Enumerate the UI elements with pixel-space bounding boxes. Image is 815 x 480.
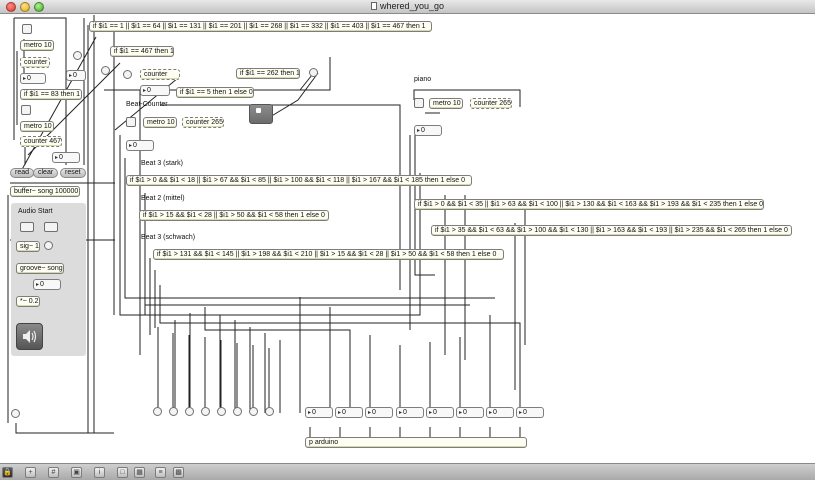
bang-out-4[interactable]	[201, 407, 210, 416]
cond-stark-object[interactable]: if $i1 > 0 && $i1 < 18 || $i1 > 67 && $i…	[126, 175, 472, 186]
patcher-canvas[interactable]: if $i1 == 1 || $i1 == 64 || $i1 == 131 |…	[0, 15, 815, 463]
sig-bang[interactable]	[44, 241, 53, 250]
number-box-a2[interactable]: 0	[66, 70, 86, 81]
cond-83-object[interactable]: if $i1 == 83 then 1	[20, 89, 82, 100]
audio-start-label: Audio Start	[18, 208, 53, 215]
number-box-a[interactable]: 0	[20, 73, 46, 84]
out-number-5[interactable]: 0	[426, 407, 454, 418]
out-number-4[interactable]: 0	[396, 407, 424, 418]
toggle-beat[interactable]	[126, 117, 136, 127]
patch-cords	[7, 15, 526, 442]
pict-slider[interactable]	[249, 104, 273, 124]
window-title: whered_you_go	[379, 1, 445, 11]
window-icon[interactable]: □	[117, 467, 128, 478]
document-icon	[370, 2, 377, 10]
bang-a[interactable]	[73, 51, 82, 60]
number-box-c[interactable]: 0	[140, 85, 170, 96]
toggle-piano[interactable]	[414, 98, 424, 108]
number-box-e[interactable]: 0	[414, 125, 442, 136]
buffer-object[interactable]: buffer~ song 100000	[10, 186, 80, 197]
toggle-a[interactable]	[22, 24, 32, 34]
number-box-groove[interactable]: 0	[33, 279, 61, 290]
ezdac-speaker[interactable]	[16, 323, 43, 350]
metro-a-object[interactable]: metro 10	[20, 40, 54, 51]
bang-out-2[interactable]	[169, 407, 178, 416]
metro-e-object[interactable]: metro 10	[429, 98, 463, 109]
clear-message[interactable]: clear	[33, 168, 59, 178]
counter-c-object[interactable]: counter	[140, 69, 180, 80]
counter-265-d-object[interactable]: counter 265	[182, 117, 224, 128]
beat2-label: Beat 2 (mittel)	[141, 195, 185, 202]
cond-mittel-object[interactable]: if $i1 > 15 && $i1 < 28 || $i1 > 50 && $…	[139, 210, 329, 221]
audio-toggle-2[interactable]	[44, 222, 58, 232]
out-number-1[interactable]: 0	[305, 407, 333, 418]
layers-icon[interactable]: ▦	[134, 467, 145, 478]
bang-out-3[interactable]	[185, 407, 194, 416]
zoom-window-button[interactable]	[34, 2, 44, 12]
audio-toggle-1[interactable]	[20, 222, 34, 232]
gain-object[interactable]: *~ 0.2	[16, 296, 40, 307]
groove-object[interactable]: groove~ song	[16, 263, 64, 274]
lock-icon[interactable]: 🔒	[2, 467, 13, 478]
beat-counter-label: Beat-Counter	[126, 101, 168, 108]
align-icon[interactable]: ≡	[155, 467, 166, 478]
out-number-6[interactable]: 0	[456, 407, 484, 418]
bang-out-8[interactable]	[265, 407, 274, 416]
new-object-icon[interactable]: +	[25, 467, 36, 478]
metro-b-object[interactable]: metro 10	[20, 121, 54, 132]
bang-out-5[interactable]	[217, 407, 226, 416]
cond-5-object[interactable]: if $i1 == 5 then 1 else 0	[176, 87, 254, 98]
bang-bottom-left[interactable]	[11, 409, 20, 418]
cond-piano1-object[interactable]: if $i1 > 0 && $i1 < 35 || $i1 > 63 && $i…	[414, 199, 764, 210]
sig-object[interactable]: sig~ 1	[16, 241, 40, 252]
speaker-icon	[23, 330, 37, 343]
piano-label: piano	[414, 76, 432, 83]
counter-a-object[interactable]: counter	[20, 57, 50, 68]
out-number-3[interactable]: 0	[365, 407, 393, 418]
cond-467-object[interactable]: if $i1 == 467 then 1	[110, 46, 174, 57]
minimize-window-button[interactable]	[20, 2, 30, 12]
read-message[interactable]: read	[10, 168, 35, 178]
cond-schwach-object[interactable]: if $i1 > 131 && $i1 < 145 || $i1 > 198 &…	[153, 249, 504, 260]
cond-262-object[interactable]: if $i1 == 262 then 1	[236, 68, 300, 79]
window-titlebar: whered_you_go	[0, 0, 815, 14]
patcher-toolbar: 🔒 + # ▣ i □ ▦ ≡ ▩	[0, 463, 815, 480]
bang-out-1[interactable]	[153, 407, 162, 416]
debug-icon[interactable]: ▩	[173, 467, 184, 478]
counter-467-object[interactable]: counter 467	[20, 136, 62, 147]
metro-d-object[interactable]: metro 10	[143, 117, 177, 128]
info-icon[interactable]: i	[94, 467, 105, 478]
cond-piano2-object[interactable]: if $i1 > 35 && $i1 < 63 && $i1 > 100 && …	[431, 225, 792, 236]
grid-icon[interactable]: #	[48, 467, 59, 478]
bang-out-7[interactable]	[249, 407, 258, 416]
bang-c[interactable]	[123, 70, 132, 79]
out-number-2[interactable]: 0	[335, 407, 363, 418]
bang-d[interactable]	[309, 68, 318, 77]
close-window-button[interactable]	[6, 2, 16, 12]
p-arduino-object[interactable]: p arduino	[305, 437, 527, 448]
counter-265-e-object[interactable]: counter 265	[470, 98, 512, 109]
bang-b[interactable]	[101, 66, 110, 75]
beat3-schwach-label: Beat 3 (schwach)	[141, 234, 196, 241]
bang-out-6[interactable]	[233, 407, 242, 416]
number-box-b[interactable]: 0	[52, 152, 80, 163]
presentation-icon[interactable]: ▣	[71, 467, 82, 478]
window-title-area: whered_you_go	[0, 1, 815, 11]
toggle-b[interactable]	[21, 105, 31, 115]
reset-message[interactable]: reset	[60, 168, 86, 178]
out-number-8[interactable]: 0	[516, 407, 544, 418]
beat3-stark-label: Beat 3 (stark)	[141, 160, 184, 167]
pict-slider-knob[interactable]	[256, 108, 261, 113]
cond-top-object[interactable]: if $i1 == 1 || $i1 == 64 || $i1 == 131 |…	[89, 21, 432, 32]
out-number-7[interactable]: 0	[486, 407, 514, 418]
number-box-d[interactable]: 0	[126, 140, 154, 151]
